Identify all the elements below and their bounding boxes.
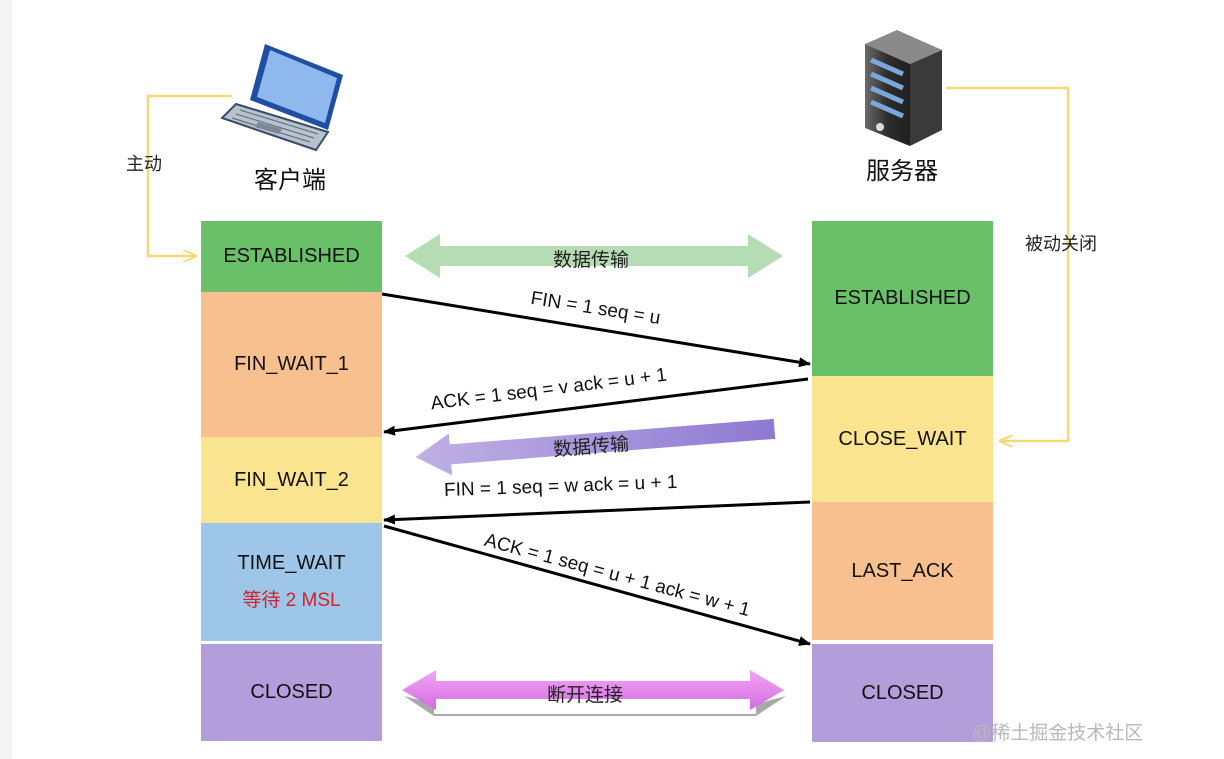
client-state-closed-label: CLOSED <box>250 681 333 703</box>
laptop-icon <box>220 44 343 152</box>
disconnect-label: 断开连接 <box>547 685 624 706</box>
msg-arrow-fin1 <box>381 292 811 368</box>
data-transfer-double-arrow <box>405 234 783 278</box>
server-state-closed: CLOSED <box>812 644 993 742</box>
server-state-close-wait: CLOSE_WAIT <box>812 376 993 502</box>
disconnect-double-arrow <box>402 670 784 710</box>
server-state-closed-label: CLOSED <box>861 681 944 704</box>
server-data-transfer-arrow <box>415 418 776 476</box>
client-state-established-label: ESTABLISHED <box>223 245 360 267</box>
msg-arrow-ack1 <box>383 377 809 436</box>
client-state-fin-wait-1-label: FIN_WAIT_1 <box>234 353 349 375</box>
server-state-established-label: ESTABLISHED <box>834 287 971 309</box>
server-state-established: ESTABLISHED <box>812 221 993 376</box>
server-state-last-ack-label: LAST_ACK <box>851 559 954 582</box>
client-state-time-wait-label: TIME_WAIT <box>237 552 346 574</box>
msg-arrow-ack2 <box>383 524 811 646</box>
client-state-established: ESTABLISHED <box>201 221 382 292</box>
client-state-time-wait: TIME_WAIT 等待 2 MSL <box>201 523 382 641</box>
passive-close-label: 被动关闭 <box>1025 234 1097 254</box>
passive-close-connector <box>946 86 1070 441</box>
watermark: @稀土掘金技术社区 <box>972 723 1144 744</box>
left-margin-bar <box>0 0 12 759</box>
server-icon <box>865 30 942 146</box>
client-state-fin-wait-2-label: FIN_WAIT_2 <box>234 468 349 491</box>
data-transfer-label: 数据传输 <box>553 250 630 271</box>
client-state-fin-wait-1: FIN_WAIT_1 <box>201 292 382 437</box>
client-label: 客户端 <box>254 167 326 194</box>
disconnect-arrow-shadow <box>404 696 786 716</box>
server-state-last-ack: LAST_ACK <box>812 502 993 640</box>
server-label: 服务器 <box>866 158 938 185</box>
server-state-close-wait-label: CLOSE_WAIT <box>838 427 967 450</box>
active-close-label: 主动 <box>126 154 162 174</box>
active-close-connector <box>146 94 232 256</box>
time-wait-note: 等待 2 MSL <box>242 590 341 611</box>
client-state-closed: CLOSED <box>201 644 382 741</box>
client-state-fin-wait-2: FIN_WAIT_2 <box>201 437 382 523</box>
msg-arrow-fin2 <box>383 500 811 525</box>
